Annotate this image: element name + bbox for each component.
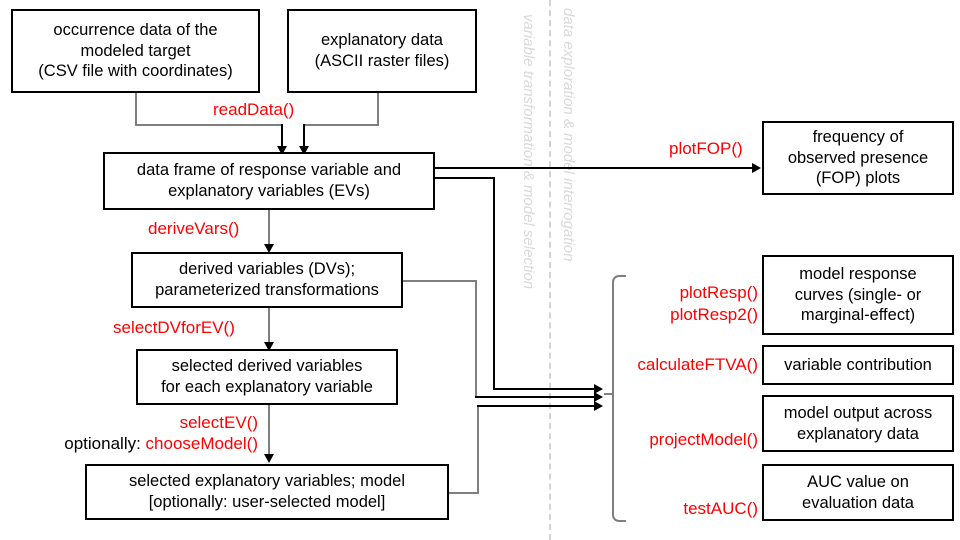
fop-line-3: (FOP) plots — [815, 169, 901, 188]
connector-dataframe-branch-down — [493, 177, 495, 390]
output-bracket-tick — [604, 393, 612, 395]
phase-label-right: data exploration & model interrogation — [560, 8, 577, 262]
connector-dataframe-branch-across — [435, 177, 495, 179]
derived-line-1: derived variables (DVs); — [178, 260, 356, 279]
box-occurrence-data: occurrence data of the modeled target (C… — [11, 9, 260, 93]
box-explanatory-data: explanatory data (ASCII raster files) — [287, 9, 477, 93]
connector-occurrence-into-dataframe — [281, 124, 283, 152]
explanatory-line-1: explanatory data — [320, 31, 443, 50]
function-label-selectDVforEV: selectDVforEV() — [113, 318, 235, 337]
selecteddv-line-2: for each explanatory variable — [161, 378, 373, 396]
explanatory-line-2: (ASCII raster files) — [314, 52, 450, 70]
function-label-plotResp: plotResp() — [679, 283, 758, 302]
occurrence-line-3: (CSV file with coordinates) — [38, 62, 233, 81]
selectedev-line-1: selected explanatory variables; model — [128, 472, 406, 491]
function-label-plotResp2: plotResp2() — [670, 305, 758, 324]
fop-line-1: frequency of — [812, 127, 904, 146]
box-fop-plots: frequency of observed presence (FOP) plo… — [762, 121, 954, 195]
fop-line-2: observed presence — [787, 148, 929, 167]
response-line-3: marginal-effect) — [800, 306, 916, 325]
connector-selectedev-branch-across — [449, 492, 479, 494]
occurrence-line-1: occurrence data of the — [53, 20, 218, 39]
box-auc-value: AUC value on evaluation data — [762, 464, 954, 521]
function-label-plotFOP: plotFOP() — [669, 139, 743, 158]
function-label-readData: readData() — [213, 100, 295, 119]
connector-derived-to-selecteddv — [268, 308, 270, 346]
box-model-output: model output across explanatory data — [762, 395, 954, 452]
connector-derived-branch-down — [475, 280, 477, 398]
chooseModel-prefix: optionally: — [64, 434, 146, 453]
output-bracket — [612, 275, 626, 522]
arrowhead-explanatory — [299, 146, 309, 155]
connector-dataframe-to-fop — [435, 167, 757, 169]
dataframe-line-2: explanatory variables (EVs) — [168, 182, 370, 200]
selecteddv-line-1: selected derived variables — [171, 357, 363, 376]
auc-line-1: AUC value on — [807, 472, 909, 491]
function-label-selectEV: selectEV() — [179, 413, 258, 432]
projection-line-2: explanatory data — [796, 424, 919, 443]
phase-divider — [549, 0, 551, 540]
response-line-1: model response — [799, 264, 917, 283]
arrowhead-selectdvforev — [264, 342, 274, 351]
connector-explanatory-across — [303, 124, 379, 126]
function-label-calculateFTVA: calculateFTVA() — [637, 355, 758, 374]
function-label-chooseModel: optionally: chooseModel() — [38, 434, 258, 454]
occurrence-line-2: modeled target — [80, 41, 191, 60]
connector-selectedev-branch-to-bracket — [477, 405, 599, 407]
box-response-curves: model response curves (single- or margin… — [762, 255, 954, 335]
selectedev-line-2: [optionally: user-selected model] — [148, 493, 386, 511]
box-selected-explanatory-variables: selected explanatory variables; model [o… — [85, 464, 449, 520]
connector-derived-branch-to-bracket — [475, 396, 599, 398]
connector-occurrence-across — [135, 124, 283, 126]
response-line-2: curves (single- or — [794, 285, 922, 304]
contribution-line-1: variable contribution — [784, 355, 932, 374]
connector-dataframe-to-derived — [268, 210, 270, 248]
connector-selectedev-branch-up — [477, 406, 479, 494]
projection-line-1: model output across — [783, 403, 933, 422]
arrowhead-derivevars — [264, 244, 274, 253]
connector-occurrence-down — [135, 93, 137, 126]
connector-dataframe-branch-to-bracket — [493, 388, 599, 390]
connector-selecteddv-to-selectedev — [268, 405, 270, 458]
box-data-frame: data frame of response variable and expl… — [103, 152, 435, 210]
dataframe-line-1: data frame of response variable and — [136, 161, 402, 180]
arrowhead-selectev — [264, 454, 274, 463]
arrowhead-bracket-2 — [594, 392, 603, 402]
auc-line-2: evaluation data — [802, 493, 914, 512]
box-derived-variables: derived variables (DVs); parameterized t… — [131, 252, 403, 308]
phase-label-left: variable transformation & model selectio… — [520, 14, 537, 290]
arrowhead-bracket-1 — [594, 384, 603, 394]
box-selected-derived-variables: selected derived variables for each expl… — [136, 349, 398, 405]
derived-line-2: parameterized transformations — [155, 281, 379, 299]
chooseModel-name: chooseModel() — [145, 434, 258, 453]
arrowhead-occurrence — [277, 146, 287, 155]
arrowhead-bracket-3 — [594, 401, 603, 411]
connector-explanatory-into-dataframe — [303, 124, 305, 152]
connector-explanatory-down — [377, 93, 379, 126]
connector-derived-branch-across — [403, 280, 477, 282]
function-label-projectModel: projectModel() — [649, 430, 758, 449]
box-variable-contribution: variable contribution — [762, 345, 954, 385]
arrowhead-plotfop — [752, 163, 761, 173]
function-label-deriveVars: deriveVars() — [148, 219, 240, 238]
function-label-testAUC: testAUC() — [683, 499, 758, 518]
